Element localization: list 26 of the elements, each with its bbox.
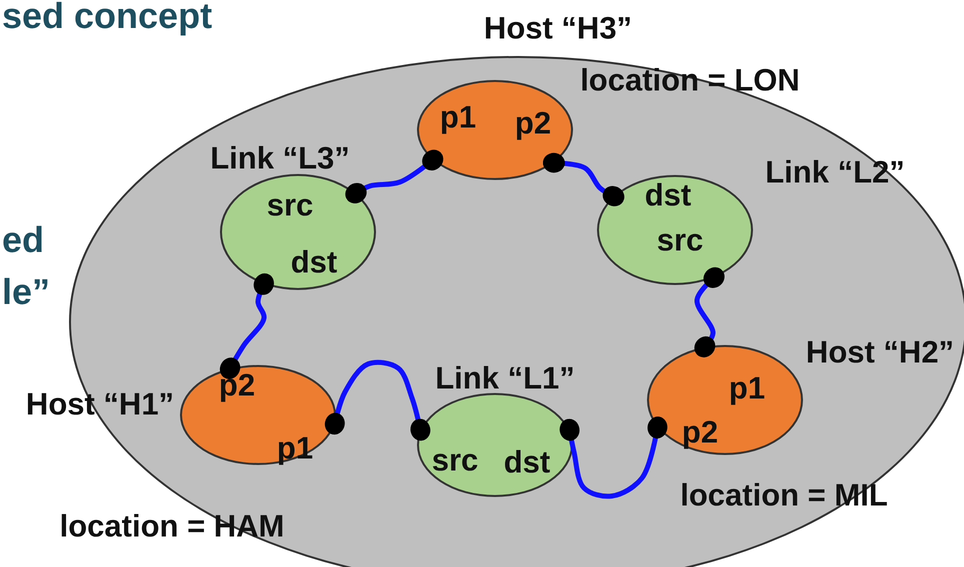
host-label: Host “H1” bbox=[26, 388, 174, 420]
port-label: p1 bbox=[440, 102, 476, 132]
link-connector bbox=[694, 267, 725, 358]
port-label: p1 bbox=[728, 372, 766, 404]
port-label: p1 bbox=[276, 432, 314, 464]
link-label: Link “L1” bbox=[435, 362, 575, 394]
host-label: Host “H3” bbox=[484, 12, 632, 44]
link-connector bbox=[542, 152, 624, 206]
host-label: Host “H2” bbox=[806, 336, 954, 368]
port-label: dst bbox=[644, 180, 692, 210]
port-label: dst bbox=[504, 446, 550, 478]
port-label: p2 bbox=[514, 108, 552, 138]
port-label: p2 bbox=[218, 370, 256, 400]
port-label: dst bbox=[290, 246, 338, 278]
heading-text: sed concept bbox=[2, 0, 212, 34]
heading-text: le” bbox=[2, 274, 50, 310]
link-label: Link “L3” bbox=[210, 142, 350, 174]
port-label: p2 bbox=[682, 416, 718, 448]
link-connector bbox=[560, 416, 668, 499]
link-connector bbox=[220, 273, 274, 380]
port-label: src bbox=[656, 224, 704, 256]
link-connector bbox=[324, 360, 430, 441]
port-label: src bbox=[432, 444, 478, 476]
heading-text: ed bbox=[2, 222, 44, 258]
port-label: src bbox=[266, 190, 314, 220]
link-connector bbox=[345, 150, 444, 204]
